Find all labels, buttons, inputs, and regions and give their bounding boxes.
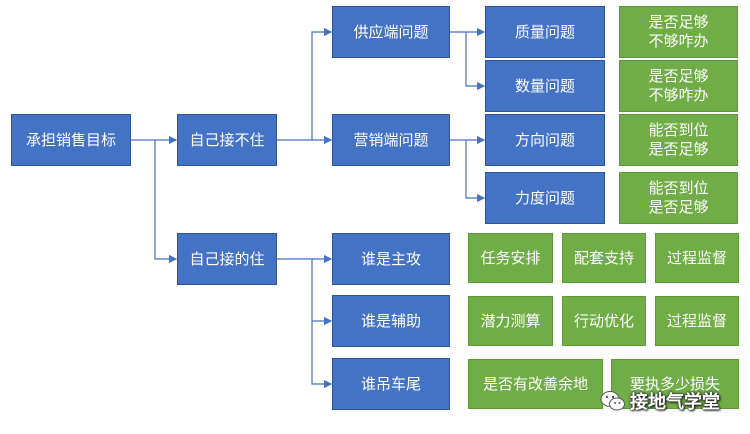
note-line: 是否足够 [648, 67, 709, 85]
node-assist: 谁是辅助 [332, 295, 450, 347]
action-item: 任务安排 [468, 233, 553, 283]
action-item: 过程监督 [655, 233, 739, 283]
watermark-text: 接地气学堂 [630, 392, 720, 413]
node-lead: 谁是主攻 [332, 233, 450, 285]
note-line: 能否到位 [648, 179, 709, 197]
note-line: 不够咋办 [648, 32, 709, 50]
node-cannot-handle: 自己接不住 [177, 114, 277, 166]
note-direction: 能否到位 是否足够 [619, 114, 738, 166]
action-item: 配套支持 [562, 233, 646, 283]
action-item: 过程监督 [655, 296, 739, 346]
node-can-handle: 自己接的住 [177, 233, 277, 285]
note-line: 不够咋办 [648, 86, 709, 104]
action-item: 要执多少损失 [611, 359, 739, 409]
note-line: 是否足够 [648, 13, 709, 31]
action-item: 行动优化 [562, 296, 646, 346]
node-direction-issue: 方向问题 [485, 114, 605, 166]
node-root: 承担销售目标 [11, 114, 131, 166]
watermark: 接地气学堂 [600, 388, 720, 414]
wechat-icon [600, 391, 625, 411]
note-line: 能否到位 [648, 121, 709, 139]
node-quantity-issue: 数量问题 [485, 60, 605, 112]
note-quality: 是否足够 不够咋办 [619, 6, 738, 58]
note-line: 是否足够 [648, 198, 709, 216]
note-quantity: 是否足够 不够咋办 [619, 60, 738, 112]
node-marketing-issue: 营销端问题 [332, 114, 450, 166]
action-item: 潜力测算 [468, 296, 553, 346]
node-intensity-issue: 力度问题 [485, 172, 605, 224]
node-quality-issue: 质量问题 [485, 6, 605, 58]
node-tail: 谁吊车尾 [332, 358, 450, 410]
note-line: 是否足够 [648, 140, 709, 158]
node-supply-issue: 供应端问题 [332, 6, 450, 58]
note-intensity: 能否到位 是否足够 [619, 172, 738, 224]
action-item: 是否有改善余地 [468, 359, 603, 409]
